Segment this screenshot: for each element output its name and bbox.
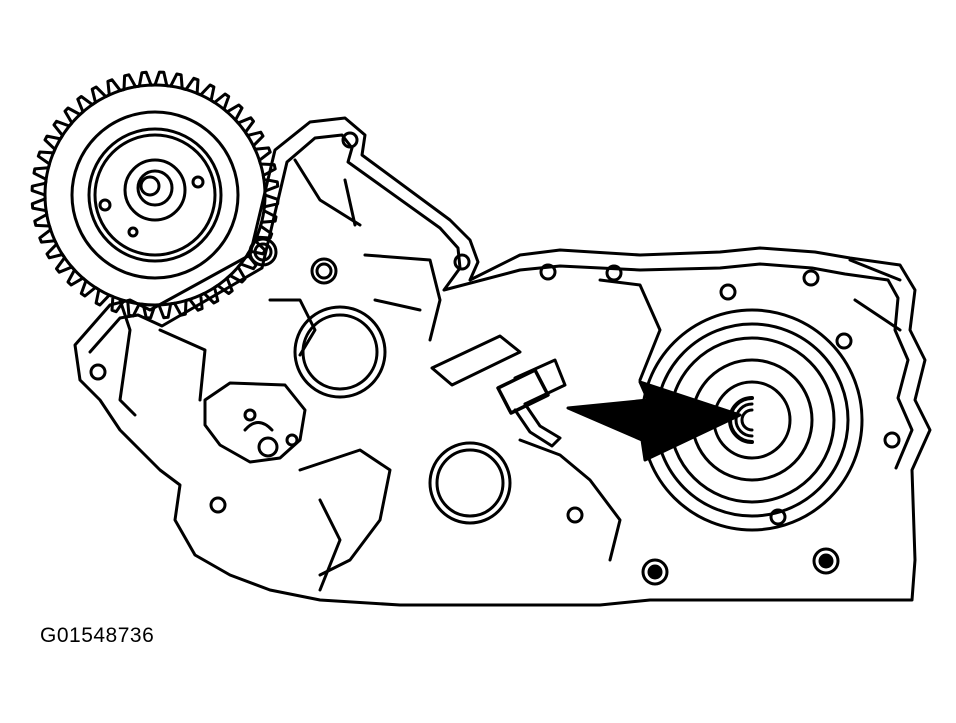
- arrow-icon: [566, 380, 742, 462]
- camshaft-gear: [30, 70, 280, 320]
- cover-pad: [430, 334, 522, 387]
- flange-bolt-holes: [89, 131, 901, 526]
- figure-id-label: G01548736: [40, 624, 155, 647]
- oil-passage-bosses: [118, 158, 442, 464]
- lower-seal-bore: [298, 438, 622, 592]
- alignment-mark-icon: [496, 358, 567, 448]
